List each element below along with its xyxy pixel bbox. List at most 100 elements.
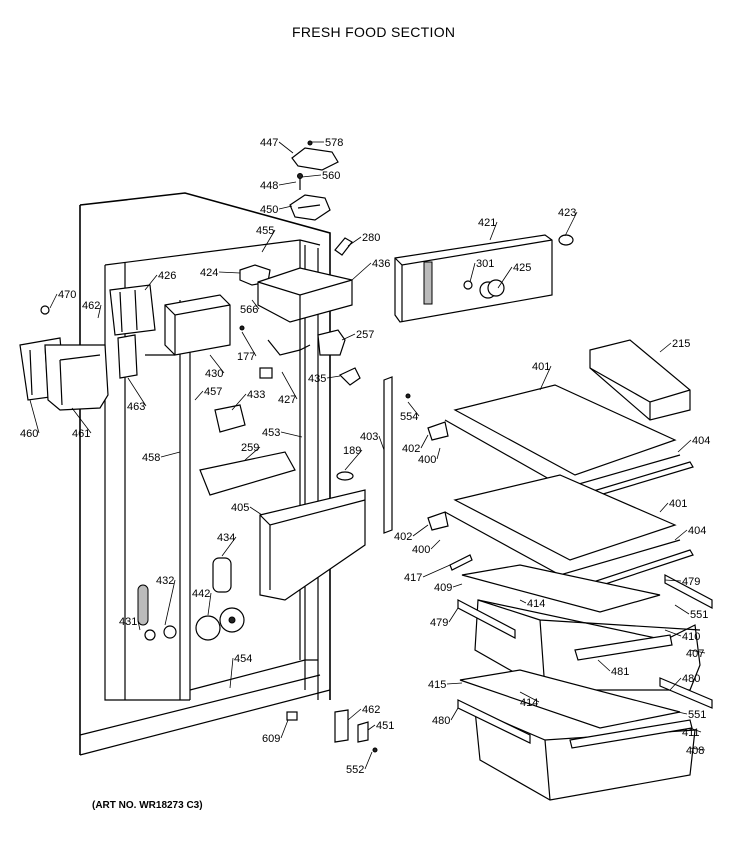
leader-line [677, 439, 692, 453]
part-421-control-panel [394, 234, 553, 323]
part-number-label: 454 [234, 653, 252, 665]
part-number-label: 442 [192, 588, 210, 600]
leader-line [430, 539, 441, 550]
part-number-label: 414 [527, 598, 545, 610]
part-177 [239, 325, 245, 331]
part-number-label: 552 [346, 764, 364, 776]
part-480-rail-left [457, 699, 531, 744]
leader-line [659, 342, 672, 353]
leader-line [261, 229, 276, 253]
leader-line [241, 331, 257, 357]
part-number-label: 402 [402, 443, 420, 455]
part-number-label: 453 [262, 427, 280, 439]
part-number-label: 401 [669, 498, 687, 510]
part-number-label: 424 [200, 267, 218, 279]
part-number-label: 432 [156, 575, 174, 587]
leader-line [280, 431, 303, 438]
part-number-label: 280 [362, 232, 380, 244]
part-number-label: 404 [688, 525, 706, 537]
leader-line [137, 620, 141, 631]
part-554 [405, 393, 411, 399]
leader-line [301, 174, 322, 178]
leader-line [412, 524, 429, 537]
leader-line [689, 649, 706, 654]
leader-line [347, 708, 362, 721]
part-number-label: 551 [690, 609, 708, 621]
leader-line [497, 266, 513, 289]
leader-line [278, 141, 294, 154]
part-number-label: 215 [672, 338, 690, 350]
part-number-label: 462 [362, 704, 380, 716]
part-number-label: 460 [20, 428, 38, 440]
part-number-label: 480 [432, 715, 450, 727]
part-257 [317, 329, 346, 356]
leader-line [452, 583, 463, 588]
part-number-label: 566 [240, 304, 258, 316]
leader-line [664, 629, 682, 637]
part-number-label: 434 [217, 532, 235, 544]
leader-line [160, 451, 181, 458]
leader-line [209, 354, 225, 374]
part-number-label: 463 [127, 401, 145, 413]
part-number-label: 458 [142, 452, 160, 464]
leader-line [446, 682, 463, 685]
part-number-label: 433 [247, 389, 265, 401]
part-number-label: 301 [476, 258, 494, 270]
part-417 [449, 554, 473, 571]
part-number-label: 609 [262, 733, 280, 745]
leader-line [221, 536, 237, 557]
part-number-label: 177 [237, 351, 255, 363]
part-426-bracket [109, 284, 156, 336]
part-number-label: 448 [260, 180, 278, 192]
part-215-bin [589, 339, 691, 421]
part-401-shelf-upper [427, 384, 681, 489]
part-403-rail [383, 376, 393, 534]
part-552 [372, 747, 378, 753]
part-number-label: 417 [404, 572, 422, 584]
leader-line [347, 236, 362, 247]
part-number-label: 403 [360, 431, 378, 443]
part-number-label: 257 [356, 329, 374, 341]
leader-line [97, 304, 102, 319]
part-number-label: 404 [692, 435, 710, 447]
part-number-label: 447 [260, 137, 278, 149]
part-407-drawer-upper [474, 599, 701, 691]
leader-line [231, 393, 247, 411]
part-463-bracket [117, 334, 138, 379]
leader-line [249, 506, 263, 516]
leader-line [244, 446, 261, 461]
part-409-cover [461, 564, 661, 613]
part-609 [286, 711, 298, 721]
part-405-duct [259, 489, 366, 601]
part-280 [334, 237, 353, 256]
leader-line [341, 333, 356, 341]
part-number-label: 189 [343, 445, 361, 457]
leader-line [674, 604, 690, 615]
leader-line [689, 747, 706, 751]
part-number-label: 461 [72, 428, 90, 440]
leader-line [519, 691, 540, 703]
part-number-label: 415 [428, 679, 446, 691]
leader-line [344, 449, 363, 471]
leader-line [49, 293, 58, 309]
part-number-label: 470 [58, 289, 76, 301]
leader-line [194, 390, 204, 401]
leader-line [564, 211, 578, 237]
part-number-label: 400 [412, 544, 430, 556]
leader-line [164, 579, 176, 626]
leader-line [364, 751, 373, 770]
part-number-label: 450 [260, 204, 278, 216]
part-number-label: 578 [325, 137, 343, 149]
part-447-cover [291, 140, 339, 171]
leader-line [378, 435, 385, 451]
leader-line [367, 724, 376, 731]
part-433 [214, 404, 246, 433]
leader-line [422, 564, 451, 578]
part-number-label: 402 [394, 531, 412, 543]
part-number-label: 259 [241, 442, 259, 454]
leader-line [127, 377, 147, 407]
part-number-label: 410 [682, 631, 700, 643]
part-number-label: 479 [430, 617, 448, 629]
